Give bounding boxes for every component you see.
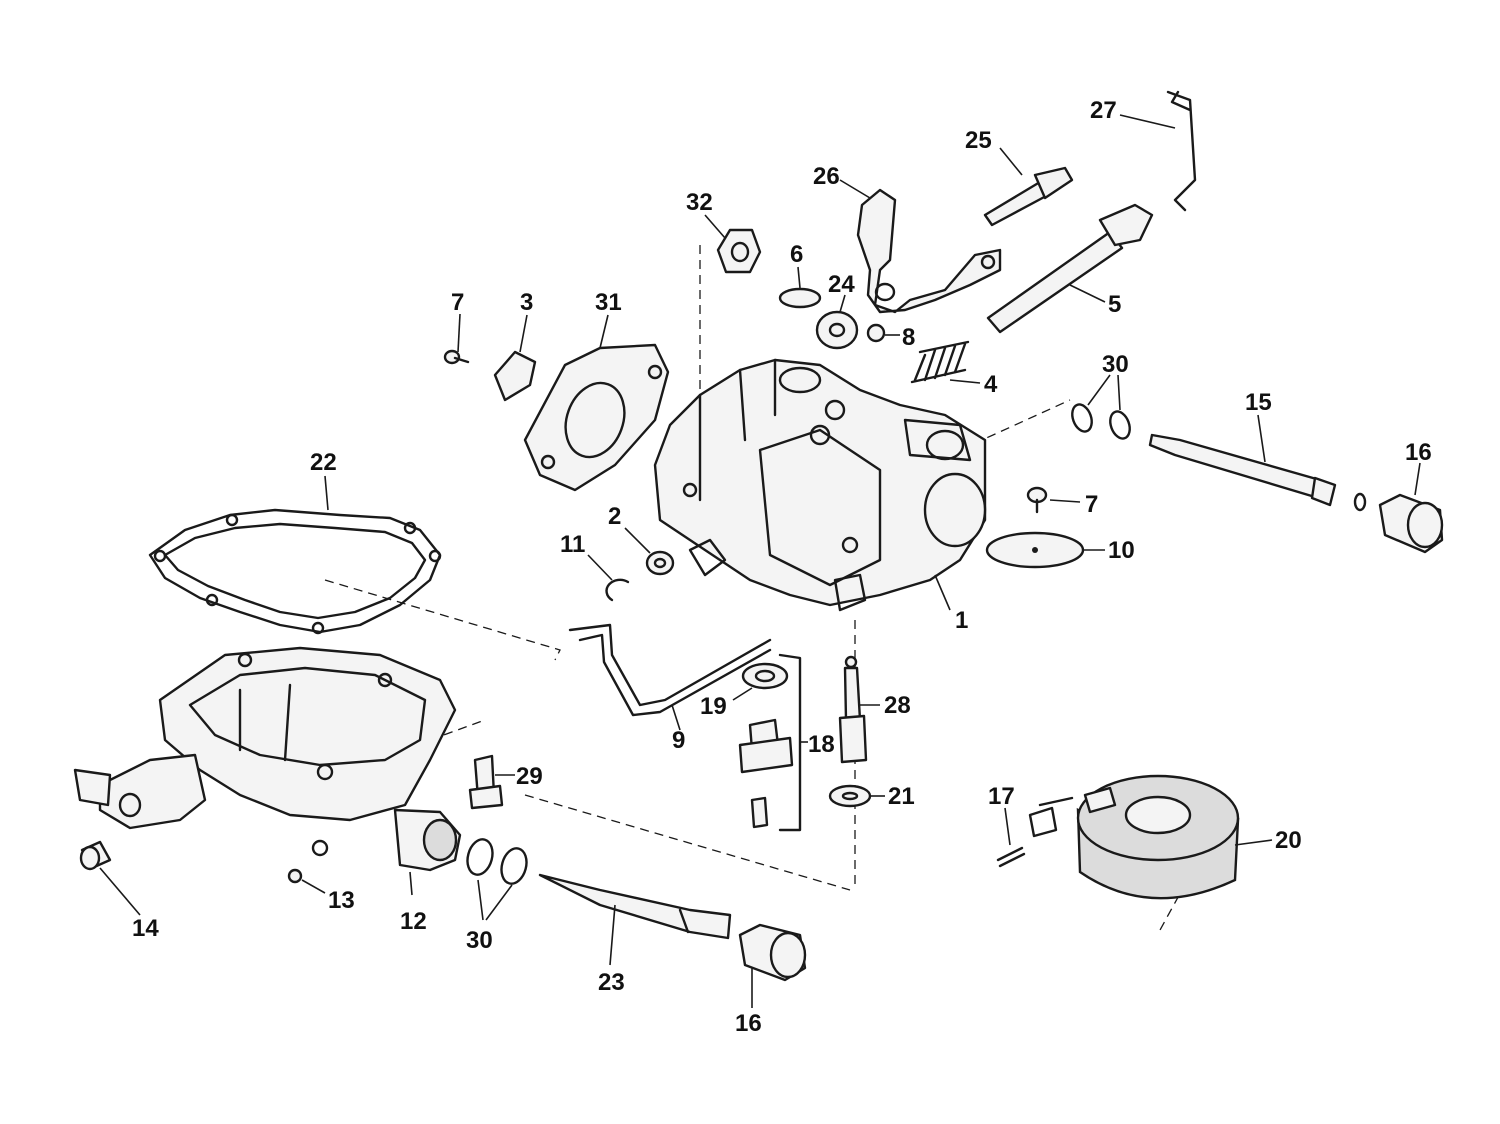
packing-nut-16-upper [1378, 493, 1444, 554]
hinge-pin-17 [996, 846, 1026, 868]
callout-22: 22 [310, 449, 337, 476]
throttle-plate-10 [985, 531, 1085, 569]
callout-30-upper: 30 [1102, 351, 1129, 378]
plug-14 [79, 840, 112, 871]
screw-7-right [1026, 486, 1048, 514]
washer-24 [815, 310, 859, 350]
needle-valve-15 [1148, 433, 1367, 512]
callout-5: 5 [1108, 291, 1121, 318]
needle-seat-18 [738, 653, 802, 832]
needle-23 [538, 873, 732, 940]
callout-27: 27 [1090, 97, 1117, 124]
float-20 [1028, 774, 1240, 900]
o-rings-30-lower [466, 838, 528, 885]
callout-12: 12 [400, 908, 427, 935]
float-bowl-12 [73, 646, 462, 872]
carburetor-body [653, 358, 987, 612]
nut-32 [716, 228, 762, 274]
plug-6 [778, 287, 822, 309]
callout-9: 9 [672, 727, 685, 754]
callout-25: 25 [965, 127, 992, 154]
ball-8 [866, 323, 886, 343]
gasket-21 [828, 784, 872, 808]
callout-8: 8 [902, 324, 915, 351]
shaft-screw-25 [983, 166, 1074, 227]
callout-14: 14 [132, 915, 159, 942]
plug-disc-3 [493, 350, 537, 402]
callout-17: 17 [988, 783, 1015, 810]
float-pin-28 [838, 655, 868, 764]
callout-3: 3 [520, 289, 533, 316]
link-rod-27 [1166, 90, 1197, 212]
callout-10: 10 [1108, 537, 1135, 564]
screw-29 [468, 754, 504, 810]
callout-21: 21 [888, 783, 915, 810]
callout-18: 18 [808, 731, 835, 758]
callout-15: 15 [1245, 389, 1272, 416]
flange-gasket-31 [523, 343, 670, 492]
choke-rod-9 [568, 623, 772, 717]
callout-29: 29 [516, 763, 543, 790]
o-rings-30-upper [1071, 403, 1131, 440]
callout-2: 2 [608, 503, 621, 530]
callout-26: 26 [813, 163, 840, 190]
callout-1: 1 [955, 607, 968, 634]
throttle-shaft-5 [986, 203, 1154, 334]
callout-16-lower: 16 [735, 1010, 762, 1037]
callout-13: 13 [328, 887, 355, 914]
gasket-19 [741, 662, 789, 690]
callout-16-upper: 16 [1405, 439, 1432, 466]
callout-23: 23 [598, 969, 625, 996]
callout-32: 32 [686, 189, 713, 216]
callout-7-left: 7 [451, 289, 464, 316]
callout-24: 24 [828, 271, 855, 298]
callout-30-lower: 30 [466, 927, 493, 954]
check-ball-13 [287, 868, 303, 884]
callout-28: 28 [884, 692, 911, 719]
washer-2 [645, 550, 675, 576]
callout-19: 19 [700, 693, 727, 720]
callout-31: 31 [595, 289, 622, 316]
spring-4 [910, 340, 970, 384]
callout-7-right: 7 [1085, 491, 1098, 518]
callout-20: 20 [1275, 827, 1302, 854]
callout-6: 6 [790, 241, 803, 268]
throttle-lever-26 [856, 188, 1002, 314]
packing-nut-16-lower [738, 923, 807, 982]
callout-11: 11 [560, 531, 585, 558]
screw-7-left [443, 349, 470, 365]
snap-ring-11 [605, 578, 630, 602]
bowl-gasket-22 [148, 508, 442, 635]
callout-4: 4 [984, 371, 998, 398]
